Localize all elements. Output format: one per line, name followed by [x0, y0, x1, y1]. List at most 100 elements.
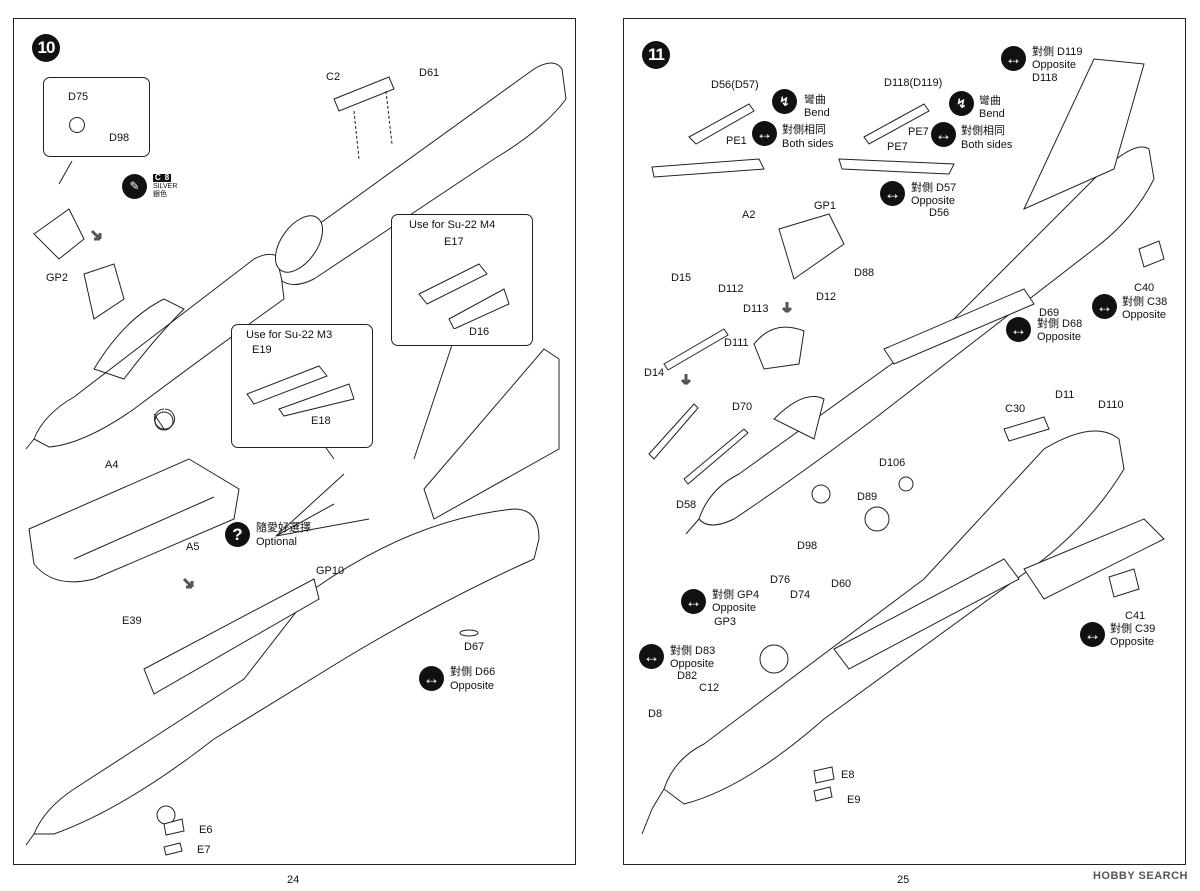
part-label: D60 — [831, 578, 852, 590]
part-label: GP10 — [316, 565, 345, 577]
part-label: D89 — [857, 491, 878, 503]
page-number-left: 24 — [287, 874, 300, 886]
down-arrow-icon — [781, 302, 793, 314]
part-label: D118 — [1032, 72, 1058, 84]
opposite-label-cn: 對側 D83 — [670, 645, 716, 657]
step-10-illustration — [25, 62, 567, 856]
part-label: D61 — [419, 67, 440, 79]
part-label: D88 — [854, 267, 875, 279]
optional-label-cn: 隨愛好選擇 — [256, 522, 311, 534]
part-label: D16 — [469, 326, 490, 338]
part-label: D112 — [718, 283, 744, 295]
part-label: D82 — [677, 670, 698, 682]
opposite-label-en: Opposite — [670, 658, 715, 670]
part-label: D67 — [464, 641, 485, 653]
both-sides-label-en: Both sides — [782, 138, 834, 150]
step-number: 11 — [642, 41, 670, 69]
opposite-label-en: Opposite — [911, 195, 956, 207]
part-label: GP3 — [714, 616, 737, 628]
opposite-label-cn: 對側 GP4 — [712, 589, 760, 601]
part-label: E8 — [841, 769, 855, 781]
double-arrow-icon: ↔ — [1092, 294, 1117, 319]
bend-label-cn: 彎曲 — [804, 94, 826, 106]
opposite-label-cn: 對側 D119 — [1032, 46, 1083, 58]
bend-label-en: Bend — [979, 108, 1005, 120]
opposite-label-en: Opposite — [712, 602, 757, 614]
page-number-right: 25 — [897, 874, 910, 886]
part-d75-icon — [69, 117, 85, 133]
part-label: C41 — [1125, 610, 1146, 622]
opposite-label-cn: 對側 D68 — [1037, 318, 1083, 330]
double-arrow-icon: ↔ — [1080, 622, 1105, 647]
double-arrow-icon: ↔ — [681, 589, 706, 614]
double-arrow-icon: ↔ — [419, 666, 444, 691]
double-arrow-icon: ↔ — [880, 181, 905, 206]
part-label: D69 — [1039, 307, 1060, 319]
opposite-label-cn: 對側 C39 — [1110, 623, 1156, 635]
part-label: PE1 — [726, 135, 747, 147]
paint-brush-icon: ✎ — [122, 174, 147, 199]
part-label: D75 — [68, 91, 89, 103]
part-label: D12 — [816, 291, 837, 303]
opposite-label-en: Opposite — [1037, 331, 1082, 343]
part-label: E9 — [847, 794, 861, 806]
part-label: PE7 — [908, 126, 929, 138]
double-arrow-icon: ↔ — [1006, 317, 1031, 342]
opposite-label-en: Opposite — [450, 680, 495, 692]
part-e17-d16-drawing — [418, 263, 510, 329]
part-label: D14 — [644, 367, 665, 379]
double-arrow-icon: ↔ — [752, 121, 777, 146]
detail-callout-d75 — [43, 77, 150, 157]
part-label: D74 — [790, 589, 811, 601]
bend-icon: ↯ — [772, 89, 797, 114]
both-sides-label-en: Both sides — [961, 139, 1013, 151]
part-label: A2 — [742, 209, 756, 221]
part-label: C30 — [1005, 403, 1026, 415]
opposite-label-cn: 對側 D57 — [911, 182, 957, 194]
part-label: D56(D57) — [711, 79, 759, 91]
part-label: C40 — [1134, 282, 1155, 294]
part-label: E17 — [444, 236, 464, 248]
part-label: PE7 — [887, 141, 908, 153]
bend-icon: ↯ — [949, 91, 974, 116]
bend-label-cn: 彎曲 — [979, 95, 1001, 107]
part-label: A4 — [105, 459, 119, 471]
double-arrow-icon: ↔ — [639, 644, 664, 669]
part-label: C2 — [326, 71, 341, 83]
part-label: A5 — [186, 541, 200, 553]
part-label: D76 — [770, 574, 791, 586]
part-label: D98 — [797, 540, 818, 552]
part-label: GP2 — [46, 272, 69, 284]
instruction-page-right: 11 D56(D57) ↯ 彎曲 Bend PE1 ↔ 對側相同 Both si… — [623, 18, 1186, 865]
bend-label-en: Bend — [804, 107, 830, 119]
part-label: D8 — [648, 708, 663, 720]
double-arrow-icon: ↔ — [931, 122, 956, 147]
part-label: D106 — [879, 457, 906, 469]
part-label: D118(D119) — [884, 77, 943, 89]
part-label: C12 — [699, 682, 720, 694]
part-label: E39 — [122, 615, 142, 627]
opposite-label-cn: 對側 D66 — [450, 666, 496, 678]
part-label: E18 — [311, 415, 331, 427]
both-sides-label-cn: 對側相同 — [782, 124, 826, 136]
question-icon: ? — [225, 522, 250, 547]
opposite-label-cn: 對側 C38 — [1122, 296, 1168, 308]
watermark: HOBBY SEARCH — [1092, 870, 1188, 882]
part-label: D110 — [1098, 399, 1124, 411]
step-number: 10 — [32, 34, 60, 62]
opposite-label-en: Opposite — [1032, 59, 1077, 71]
part-label: E19 — [252, 344, 272, 356]
both-sides-label-cn: 對側相同 — [961, 125, 1005, 137]
optional-label-en: Optional — [256, 536, 297, 548]
variant-title: Use for Su-22 M3 — [246, 329, 333, 341]
part-label: D111 — [724, 337, 749, 349]
opposite-label-en: Opposite — [1122, 309, 1167, 321]
part-label: D70 — [732, 401, 753, 413]
part-e19-e18-drawing — [246, 365, 355, 417]
part-label: E7 — [197, 844, 211, 856]
part-label: D15 — [671, 272, 692, 284]
part-label: D11 — [1055, 389, 1075, 401]
variant-title: Use for Su-22 M4 — [409, 219, 496, 231]
